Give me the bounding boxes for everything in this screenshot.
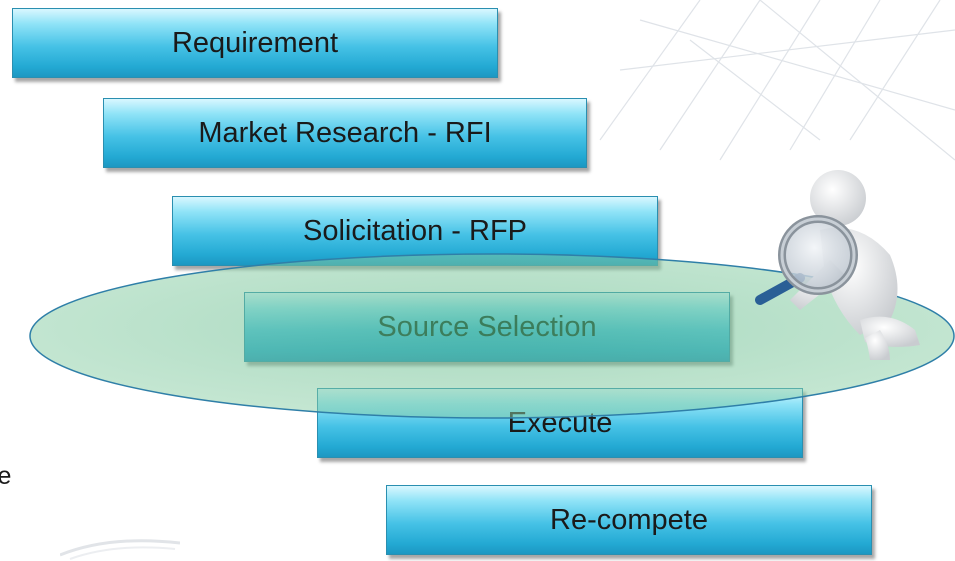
step-label: Solicitation - RFP (302, 214, 527, 247)
decorative-swoosh (60, 539, 180, 560)
partial-side-text: le (0, 462, 12, 490)
step-label: Source Selection (377, 310, 597, 343)
step-re-compete: Re-compete (386, 485, 872, 555)
step-solicitation: Solicitation - RFP (172, 196, 658, 266)
step-label: Requirement (171, 26, 339, 59)
step-execute: Execute (317, 388, 803, 458)
step-requirement: Requirement (12, 8, 498, 78)
step-label: Execute (507, 406, 613, 439)
step-market-research: Market Research - RFI (103, 98, 587, 168)
step-label: Re-compete (550, 503, 708, 536)
magnifier-person-icon (755, 170, 920, 360)
step-source-selection: Source Selection (244, 292, 730, 362)
step-label: Market Research - RFI (198, 116, 492, 149)
